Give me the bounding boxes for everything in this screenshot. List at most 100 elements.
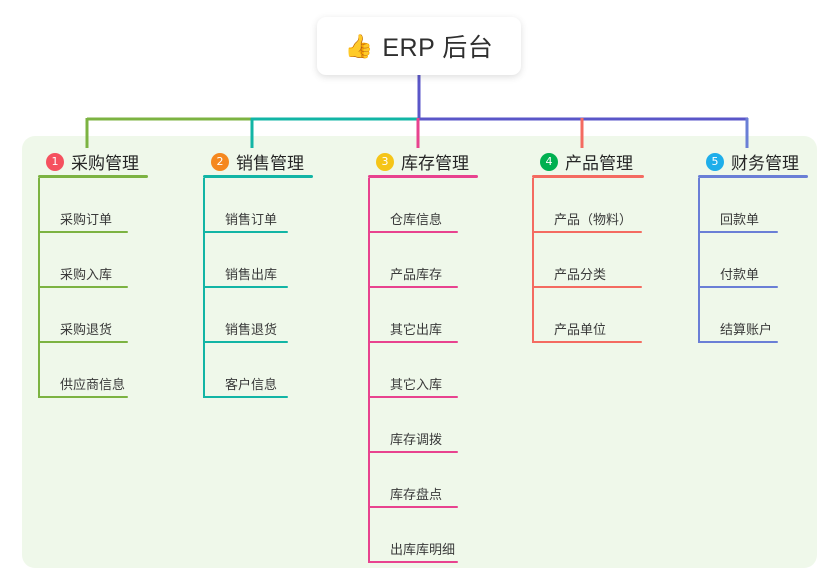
- column-badge-1: 1: [46, 152, 64, 171]
- column-badge-4: 4: [540, 152, 558, 171]
- leaf-item[interactable]: 产品库存: [368, 233, 458, 288]
- leaf-underline: [38, 341, 128, 343]
- leaf-group-3: 仓库信息产品库存其它出库其它入库库存调拨库存盘点出库库明细: [368, 178, 518, 563]
- leaf-group-4: 产品（物料） 产品分类产品单位: [532, 178, 682, 343]
- column-header-1[interactable]: 1 采购管理: [38, 145, 188, 178]
- column-title-2: 销售管理: [236, 154, 304, 173]
- leaf-item[interactable]: 结算账户: [698, 288, 778, 343]
- leaf-item[interactable]: 采购退货: [38, 288, 128, 343]
- column-header-3[interactable]: 3 库存管理: [368, 145, 518, 178]
- column-3: 3 库存管理仓库信息产品库存其它出库其它入库库存调拨库存盘点出库库明细: [368, 145, 518, 563]
- column-4: 4 产品管理产品（物料） 产品分类产品单位: [532, 145, 682, 343]
- leaf-label: 回款单: [720, 212, 760, 227]
- column-title-4: 产品管理: [565, 154, 633, 173]
- leaf-underline: [532, 341, 642, 343]
- leaf-item[interactable]: 出库库明细: [368, 508, 458, 563]
- leaf-underline: [368, 341, 458, 343]
- leaf-underline: [203, 341, 288, 343]
- leaf-underline: [532, 286, 642, 288]
- root-node[interactable]: 👍 ERP 后台: [317, 17, 521, 75]
- column-title-5: 财务管理: [731, 154, 799, 173]
- leaf-item[interactable]: 其它入库: [368, 343, 458, 398]
- leaf-underline: [368, 451, 458, 453]
- leaf-underline: [698, 341, 778, 343]
- column-badge-5: 5: [706, 152, 724, 171]
- leaf-underline: [368, 286, 458, 288]
- leaf-label: 销售订单: [225, 212, 278, 227]
- leaf-underline: [698, 286, 778, 288]
- leaf-item[interactable]: 供应商信息: [38, 343, 128, 398]
- column-underline-4: [532, 175, 644, 178]
- leaf-item[interactable]: 销售退货: [203, 288, 288, 343]
- leaf-label: 付款单: [720, 267, 760, 282]
- leaf-label: 采购退货: [60, 322, 113, 337]
- leaf-label: 产品（物料）: [554, 212, 633, 227]
- leaf-label: 产品单位: [554, 322, 607, 337]
- leaf-item[interactable]: 付款单: [698, 233, 778, 288]
- leaf-label: 库存盘点: [390, 487, 443, 502]
- leaf-underline: [698, 231, 778, 233]
- diagram-panel: [22, 136, 817, 568]
- leaf-item[interactable]: 仓库信息: [368, 178, 458, 233]
- leaf-item[interactable]: 采购订单: [38, 178, 128, 233]
- leaf-label: 销售出库: [225, 267, 278, 282]
- leaf-label: 出库库明细: [390, 542, 456, 557]
- column-spine-1: [38, 178, 40, 398]
- leaf-item[interactable]: 其它出库: [368, 288, 458, 343]
- leaf-underline: [203, 231, 288, 233]
- leaf-label: 其它入库: [390, 377, 443, 392]
- column-badge-3: 3: [376, 152, 394, 171]
- column-header-4[interactable]: 4 产品管理: [532, 145, 682, 178]
- column-spine-2: [203, 178, 205, 398]
- leaf-underline: [368, 561, 458, 563]
- leaf-item[interactable]: 库存调拨: [368, 398, 458, 453]
- leaf-underline: [368, 506, 458, 508]
- leaf-label: 仓库信息: [390, 212, 443, 227]
- column-header-5[interactable]: 5 财务管理: [698, 145, 839, 178]
- leaf-item[interactable]: 销售出库: [203, 233, 288, 288]
- leaf-underline: [38, 396, 128, 398]
- leaf-label: 客户信息: [225, 377, 278, 392]
- leaf-item[interactable]: 库存盘点: [368, 453, 458, 508]
- leaf-label: 其它出库: [390, 322, 443, 337]
- root-node-title: ERP 后台: [382, 34, 494, 62]
- column-title-3: 库存管理: [401, 154, 469, 173]
- leaf-item[interactable]: 销售订单: [203, 178, 288, 233]
- leaf-item[interactable]: 采购入库: [38, 233, 128, 288]
- leaf-underline: [368, 231, 458, 233]
- leaf-group-2: 销售订单销售出库销售退货客户信息: [203, 178, 353, 398]
- leaf-underline: [532, 231, 642, 233]
- column-underline-5: [698, 175, 808, 178]
- leaf-item[interactable]: 产品（物料）: [532, 178, 642, 233]
- leaf-item[interactable]: 客户信息: [203, 343, 288, 398]
- column-5: 5 财务管理回款单付款单结算账户: [698, 145, 839, 343]
- leaf-underline: [203, 396, 288, 398]
- leaf-underline: [368, 396, 458, 398]
- leaf-group-5: 回款单付款单结算账户: [698, 178, 839, 343]
- column-underline-1: [38, 175, 148, 178]
- column-badge-2: 2: [211, 152, 229, 171]
- leaf-underline: [38, 286, 128, 288]
- column-spine-4: [532, 178, 534, 343]
- leaf-label: 库存调拨: [390, 432, 443, 447]
- column-underline-3: [368, 175, 478, 178]
- leaf-underline: [38, 231, 128, 233]
- leaf-label: 结算账户: [720, 322, 773, 337]
- column-underline-2: [203, 175, 313, 178]
- leaf-label: 采购订单: [60, 212, 113, 227]
- leaf-item[interactable]: 回款单: [698, 178, 778, 233]
- root-node-content: 👍 ERP 后台: [345, 28, 494, 64]
- leaf-underline: [203, 286, 288, 288]
- column-2: 2 销售管理销售订单销售出库销售退货客户信息: [203, 145, 353, 398]
- leaf-item[interactable]: 产品分类: [532, 233, 642, 288]
- column-spine-5: [698, 178, 700, 343]
- leaf-group-1: 采购订单采购入库采购退货供应商信息: [38, 178, 188, 398]
- column-header-2[interactable]: 2 销售管理: [203, 145, 353, 178]
- leaf-label: 产品库存: [390, 267, 443, 282]
- column-1: 1 采购管理采购订单采购入库采购退货供应商信息: [38, 145, 188, 398]
- column-title-1: 采购管理: [71, 154, 139, 173]
- leaf-item[interactable]: 产品单位: [532, 288, 642, 343]
- column-spine-3: [368, 178, 370, 563]
- leaf-label: 供应商信息: [60, 377, 126, 392]
